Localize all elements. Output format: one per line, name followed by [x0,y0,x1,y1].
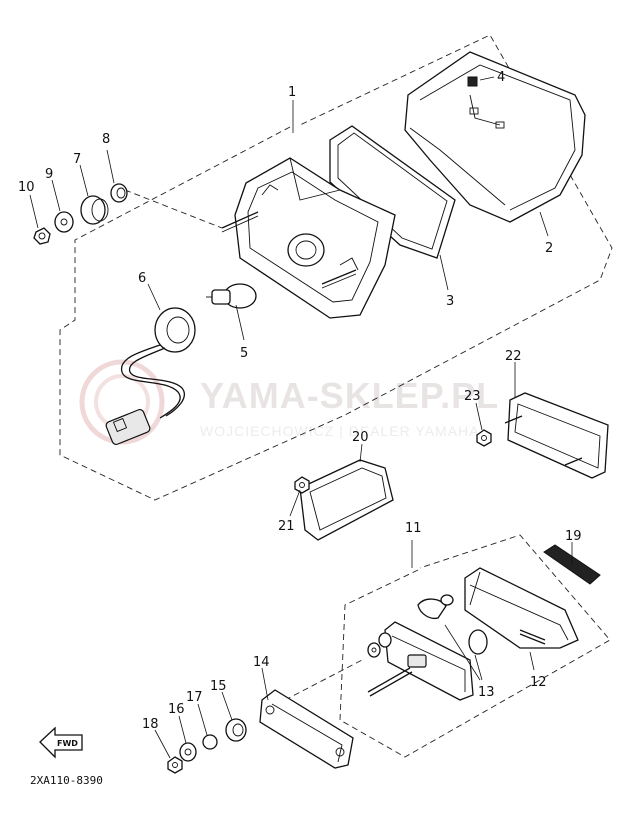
watermark-main-text: YAMA-SKLEP.PL [200,375,499,416]
drawing-code: 2XA110-8390 [30,774,103,787]
collar-17 [202,734,218,750]
rear-reflector-right [504,392,609,479]
watermark-sub-text: WOJCIECHOWICZ | DEALER YAMAHA [200,423,479,439]
nut-23 [476,429,492,447]
watermark: YAMA-SKLEP.PL WOJCIECHOWICZ | DEALER YAM… [79,359,499,445]
mounting-hardware-upper [33,183,223,245]
lower-assignment-line [284,659,363,701]
grommet-15 [225,718,247,742]
bulb-socket-harness [105,307,196,446]
fwd-arrow-icon: FWD [39,726,83,759]
callout-14: 14 [253,655,270,670]
license-light-housing [464,567,579,649]
taillight-housing [221,157,396,319]
nut-21 [294,476,310,494]
nut-18 [167,756,183,774]
license-light-base [367,621,474,701]
callout-15: 15 [210,679,227,694]
callout-17: 17 [186,690,203,705]
callout-4-upper: 4 [497,70,505,85]
callout-1: 1 [288,85,296,100]
callout-6: 6 [138,271,146,286]
taillight-lens [404,51,586,223]
license-light-gasket [259,689,354,769]
lens-gasket [329,125,456,259]
callout-7: 7 [73,152,81,167]
callout-16: 16 [168,702,185,717]
callout-9: 9 [45,167,53,182]
rear-reflector-left [299,459,394,541]
license-light-boundary [339,534,611,758]
callout-12: 12 [530,675,547,690]
upper-assembly-boundary [59,34,613,501]
callout-10: 10 [18,180,35,195]
bulb [206,283,257,309]
mounting-hardware-lower [167,718,247,774]
callout-23: 23 [464,389,481,404]
license-bulbs [417,594,488,655]
collar [110,183,128,203]
callout-21: 21 [278,519,295,534]
callout-8: 8 [102,132,110,147]
nut-11-set [367,632,392,658]
callout-3: 3 [446,294,454,309]
grommet [80,195,109,225]
callout-18: 18 [142,717,159,732]
callout-13: 13 [478,685,495,700]
fwd-label: FWD [57,739,78,748]
nut [33,227,51,245]
washer-16 [179,742,197,762]
callout-labels: 1 2 3 4 5 6 7 8 9 10 11 12 13 14 15 16 [18,70,582,759]
washer [54,211,74,233]
callout-22: 22 [505,349,522,364]
callout-5: 5 [240,346,248,361]
callout-2: 2 [545,241,553,256]
callout-19: 19 [565,529,582,544]
callout-11: 11 [405,521,422,536]
callout-20: 20 [352,430,369,445]
